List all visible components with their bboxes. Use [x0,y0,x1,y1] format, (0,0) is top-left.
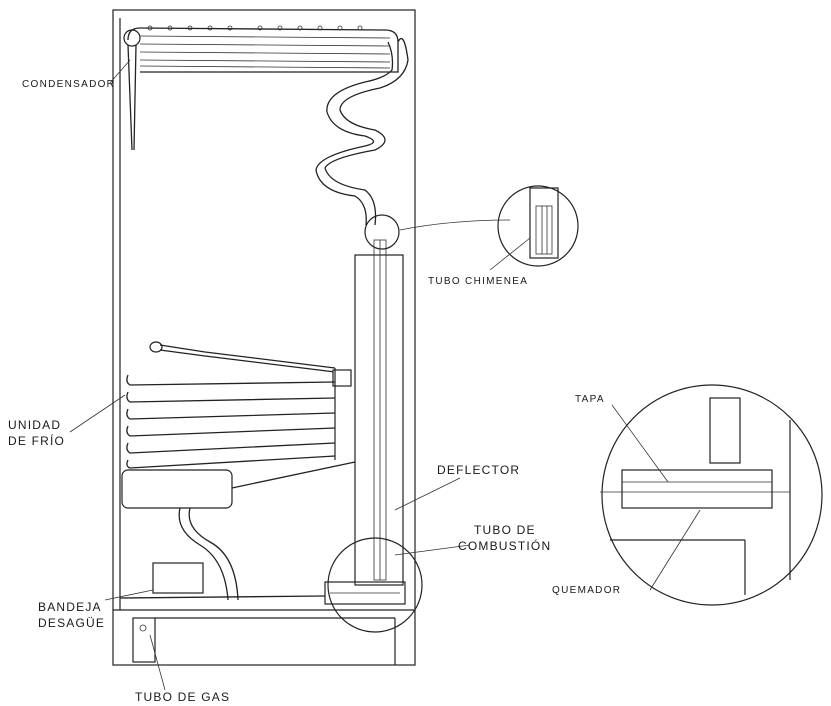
label-condensador: CONDENSADOR [22,79,116,90]
chimney-detail [497,185,579,267]
label-deflector: DEFLECTOR [437,463,521,477]
label-tubo-combustion-2: COMBUSTIÓN [458,539,552,553]
burner-detail [600,384,823,606]
serpentine-tube [324,37,409,226]
label-bandeja-2: DESAGÜE [38,616,106,630]
label-bandeja-1: BANDEJA [38,600,102,614]
leader-lines [69,59,701,691]
condenser [123,25,399,151]
label-tubo-chimenea: TUBO CHIMENEA [428,276,529,287]
label-tapa: TAPA [575,394,605,405]
chimney-column [354,214,404,586]
label-unidad-frio-1: UNIDAD [8,418,62,432]
label-tubo-combustion-1: TUBO DE [474,523,536,537]
label-quemador: QUEMADOR [552,585,622,596]
label-unidad-frio-2: DE FRÍO [8,434,66,448]
cabinet-outline [112,9,416,666]
label-tubo-gas: TUBO DE GAS [135,690,231,704]
burner-area [119,537,423,633]
cooling-unit [121,341,356,601]
